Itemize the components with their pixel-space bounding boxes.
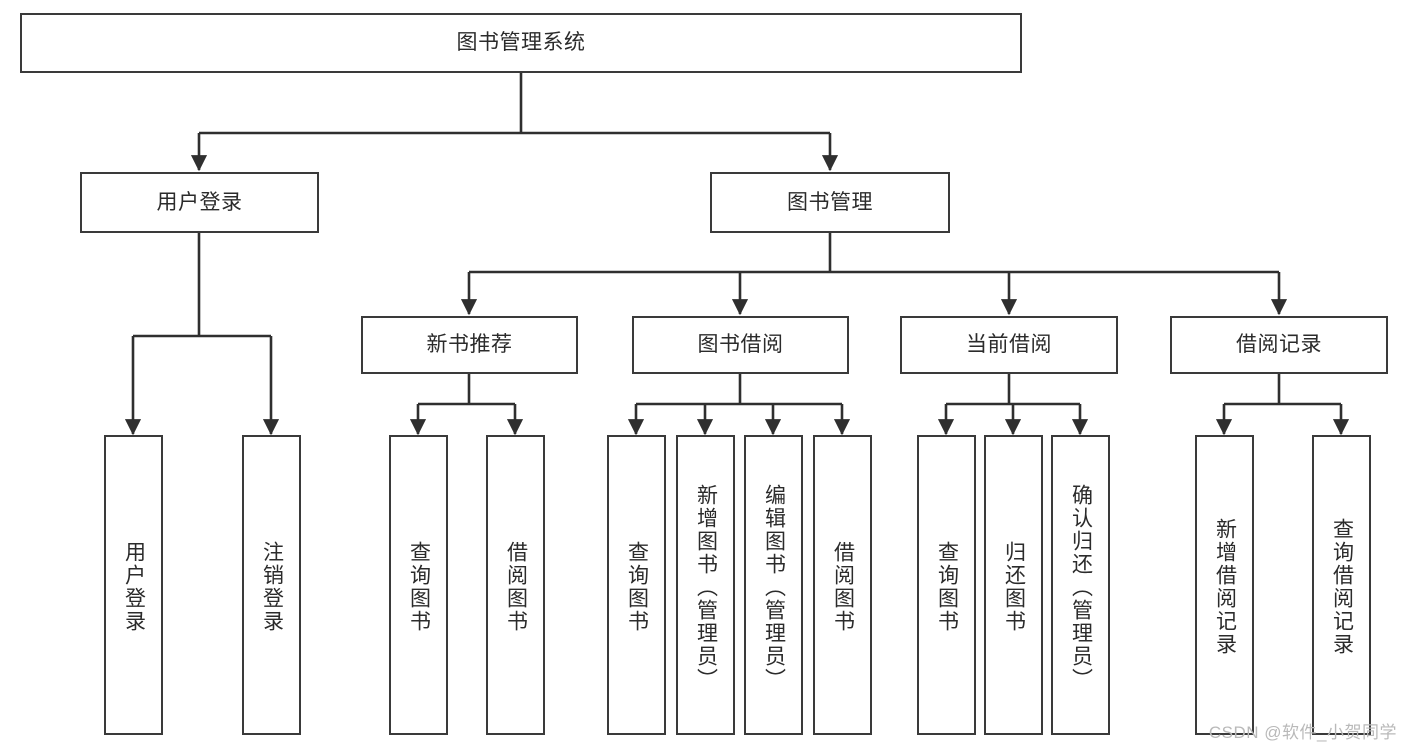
- node-root-system[interactable]: 图书管理系统: [20, 13, 1022, 73]
- leaf-book-borrow-2-label: 新增图书（管理员）: [694, 483, 718, 691]
- node-borrow-record-label: 借阅记录: [1236, 333, 1322, 357]
- node-current-borrow-label: 当前借阅: [966, 333, 1052, 357]
- leaf-new-book-rec-2-label: 借阅图书: [504, 541, 528, 633]
- leaf-current-borrow-3-label: 确认归还（管理员）: [1069, 483, 1093, 691]
- leaf-new-book-rec-2[interactable]: 借阅图书: [486, 435, 545, 735]
- node-book-manage-label: 图书管理: [787, 190, 873, 214]
- leaf-current-borrow-2[interactable]: 归还图书: [984, 435, 1043, 735]
- leaf-borrow-record-2-label: 查询借阅记录: [1330, 518, 1354, 656]
- leaf-book-borrow-1-label: 查询图书: [625, 541, 649, 633]
- node-root-system-label: 图书管理系统: [456, 31, 586, 55]
- leaf-book-borrow-3-label: 编辑图书（管理员）: [762, 483, 786, 691]
- leaf-current-borrow-1-label: 查询图书: [935, 541, 959, 633]
- leaf-borrow-record-1[interactable]: 新增借阅记录: [1195, 435, 1254, 735]
- leaf-user-login-1-label: 用户登录: [122, 541, 146, 633]
- leaf-user-login-2-label: 注销登录: [260, 541, 284, 633]
- leaf-book-borrow-2[interactable]: 新增图书（管理员）: [676, 435, 735, 735]
- leaf-book-borrow-3[interactable]: 编辑图书（管理员）: [744, 435, 803, 735]
- node-new-book-rec-label: 新书推荐: [426, 333, 513, 357]
- leaf-current-borrow-1[interactable]: 查询图书: [917, 435, 976, 735]
- leaf-borrow-record-1-label: 新增借阅记录: [1213, 518, 1237, 656]
- node-borrow-record[interactable]: 借阅记录: [1170, 316, 1388, 374]
- node-book-manage[interactable]: 图书管理: [710, 172, 950, 233]
- leaf-current-borrow-3[interactable]: 确认归还（管理员）: [1051, 435, 1110, 735]
- leaf-current-borrow-2-label: 归还图书: [1002, 541, 1026, 633]
- node-book-borrow-label: 图书借阅: [697, 333, 784, 357]
- leaf-new-book-rec-1-label: 查询图书: [407, 541, 431, 633]
- node-book-borrow[interactable]: 图书借阅: [632, 316, 849, 374]
- leaf-new-book-rec-1[interactable]: 查询图书: [389, 435, 448, 735]
- leaf-book-borrow-4-label: 借阅图书: [831, 541, 855, 633]
- node-user-login[interactable]: 用户登录: [80, 172, 319, 233]
- leaf-borrow-record-2[interactable]: 查询借阅记录: [1312, 435, 1371, 735]
- node-user-login-label: 用户登录: [156, 190, 243, 214]
- node-new-book-rec[interactable]: 新书推荐: [361, 316, 578, 374]
- csdn-watermark: CSDN @软件_小贺同学: [1208, 723, 1397, 742]
- leaf-book-borrow-1[interactable]: 查询图书: [607, 435, 666, 735]
- leaf-user-login-2[interactable]: 注销登录: [242, 435, 301, 735]
- leaf-book-borrow-4[interactable]: 借阅图书: [813, 435, 872, 735]
- leaf-user-login-1[interactable]: 用户登录: [104, 435, 163, 735]
- node-current-borrow[interactable]: 当前借阅: [900, 316, 1118, 374]
